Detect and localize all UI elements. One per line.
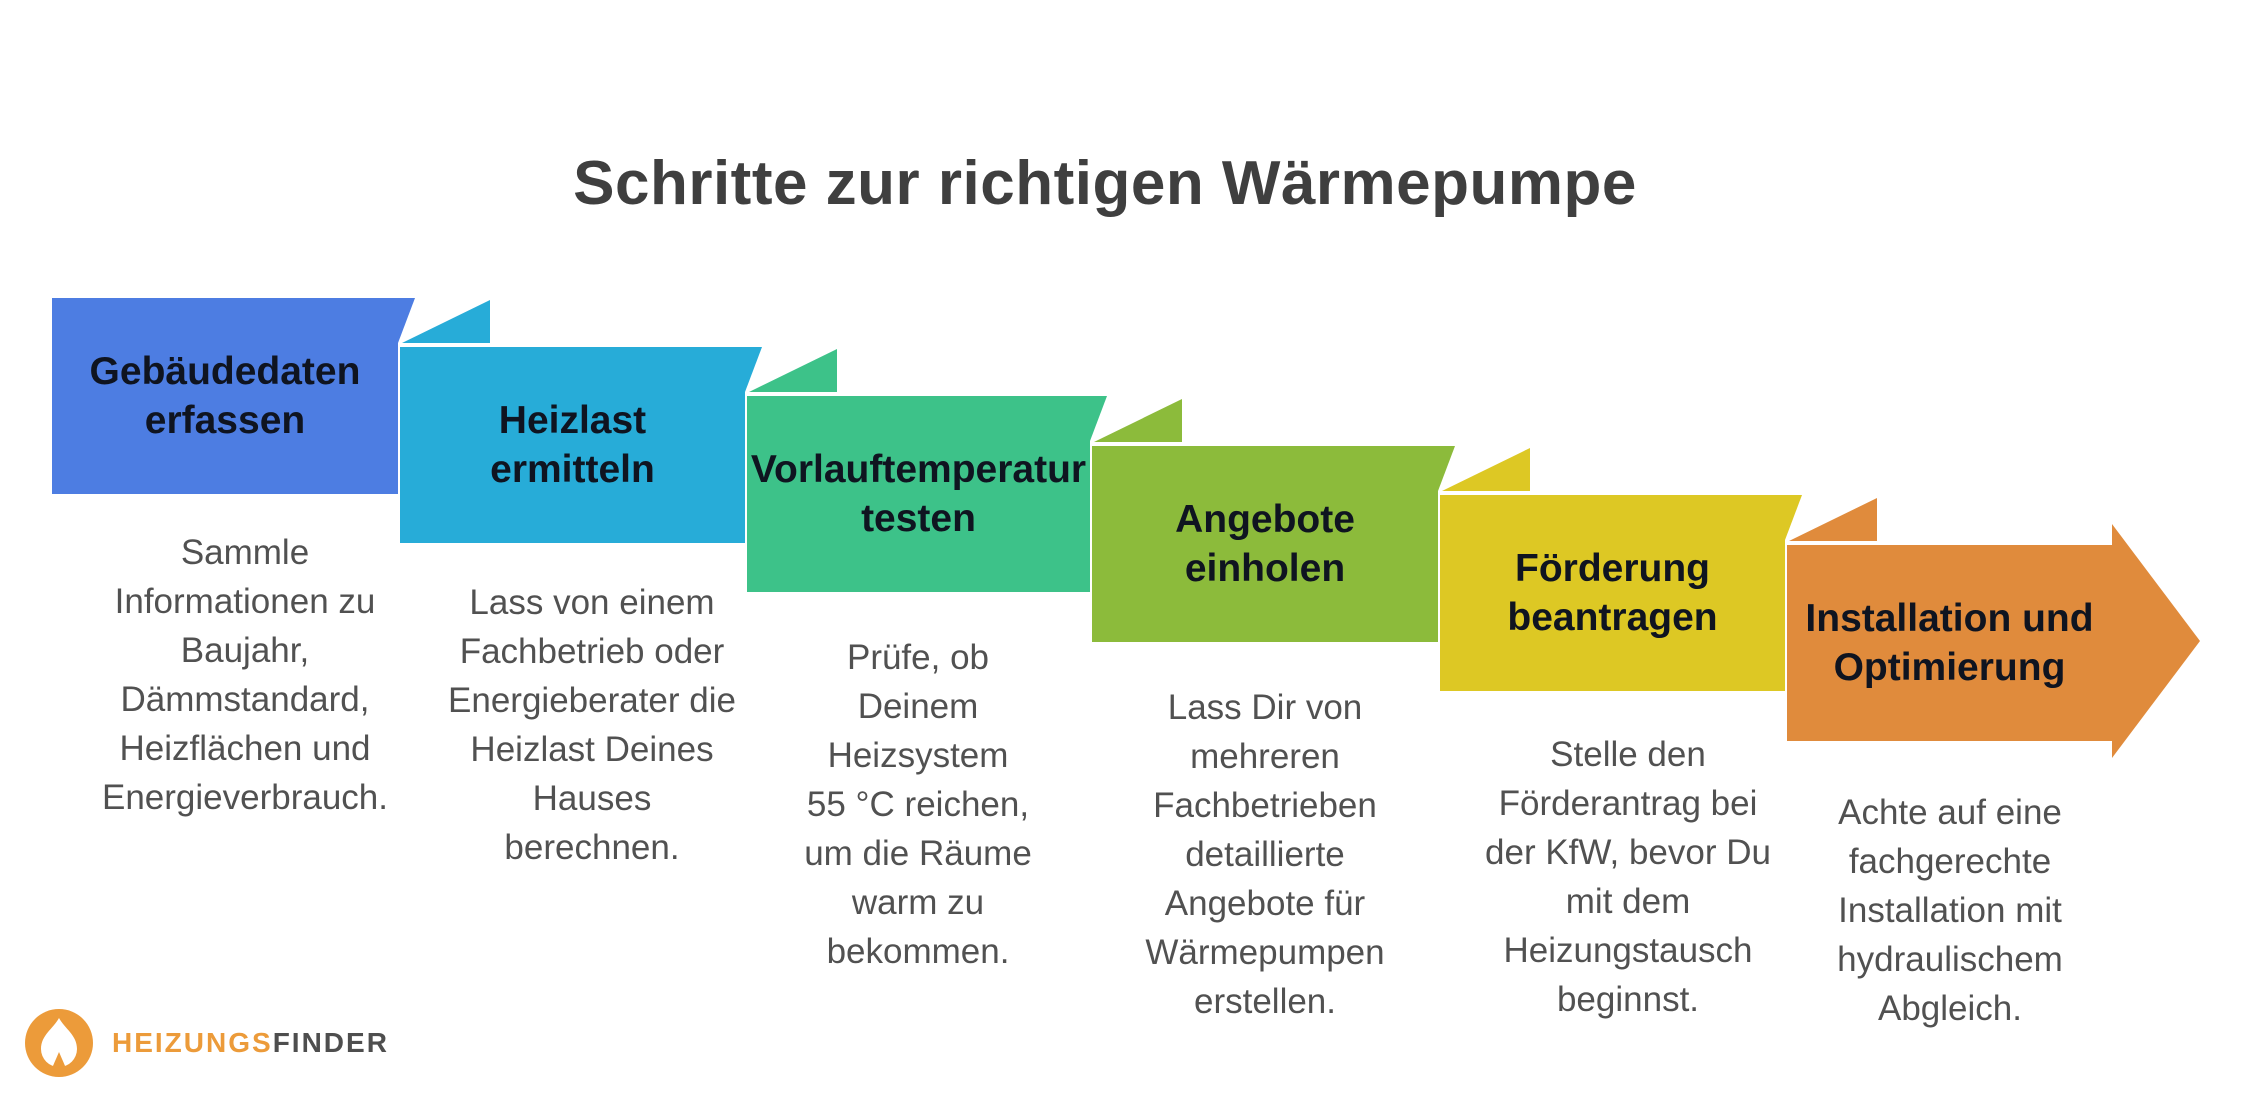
step-4-box-shape (1092, 446, 1438, 642)
step-5-fold-flap (1785, 495, 1802, 540)
step-6-arrowhead (2112, 524, 2200, 758)
step-3-fold-flap (1090, 396, 1107, 441)
step-2-fold-flap (745, 347, 762, 392)
step-label-5: Förderung beantragen (1507, 547, 1718, 639)
page-title: Schritte zur richtigen Wärmepumpe (573, 149, 1637, 218)
step-description-4: Lass Dir von mehreren Fachbetrieben deta… (1145, 688, 1385, 1021)
step-label-2: Heizlast ermitteln (490, 399, 655, 491)
brand-text-secondary: FINDER (272, 1027, 389, 1058)
step-3-fold (749, 349, 837, 392)
step-description-1: Sammle Informationen zu Baujahr, Dämmsta… (102, 533, 388, 817)
step-5-box-shape (1440, 495, 1785, 691)
step-3-box-shape (747, 396, 1090, 592)
step-5-fold (1442, 448, 1530, 491)
brand-text: HEIZUNGSFINDER (112, 1027, 389, 1059)
step-4-fold-flap (1438, 446, 1455, 491)
step-1-fold-flap (398, 298, 415, 343)
step-label-3: Vorlauftemperatur testen (750, 448, 1087, 540)
step-description-5: Stelle den Förderantrag bei der KfW, bev… (1485, 735, 1771, 1019)
logo: HEIZUNGSFINDER (24, 1008, 389, 1078)
flame-icon (25, 1009, 93, 1077)
step-label-6: Installation und Optimierung (1805, 597, 2094, 689)
step-description-3: Prüfe, ob Deinem Heizsystem 55 °C reiche… (804, 638, 1032, 971)
step-1-box-shape (52, 298, 398, 494)
step-6-box-shape (1787, 545, 2112, 741)
step-label-1: Gebäudedaten erfassen (89, 350, 361, 442)
step-2-box-shape (400, 347, 745, 543)
step-4-fold (1094, 399, 1182, 442)
step-description-6: Achte auf eine fachgerechte Installation… (1837, 793, 2063, 1028)
step-2-fold (402, 300, 490, 343)
brand-text-primary: HEIZUNGS (112, 1027, 273, 1058)
step-label-4: Angebote einholen (1175, 498, 1355, 590)
step-description-2: Lass von einem Fachbetrieb oder Energieb… (448, 583, 736, 867)
step-6-fold (1789, 498, 1877, 541)
